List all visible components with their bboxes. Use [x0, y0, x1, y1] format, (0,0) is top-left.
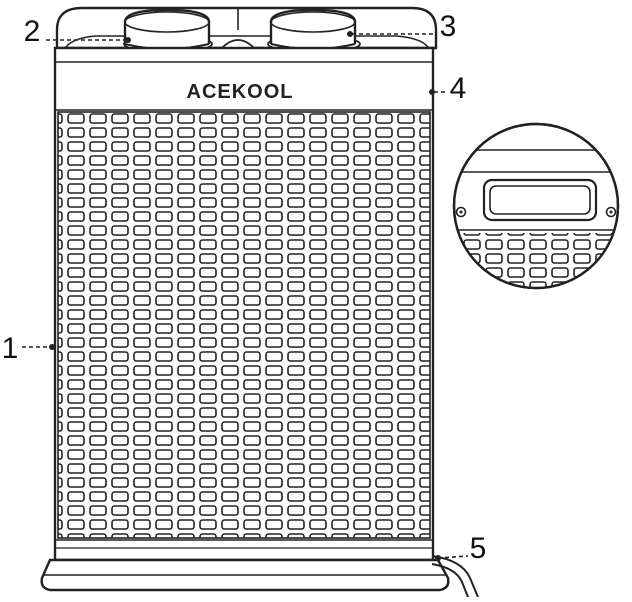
right-knob[interactable]: [267, 8, 361, 53]
callout-leaders: [22, 31, 469, 561]
brand-logo: ACEKOOL: [187, 81, 294, 103]
base: [40, 558, 450, 592]
front-grille: [57, 111, 431, 539]
heater-body: [53, 46, 435, 562]
carry-handle: [482, 178, 598, 222]
callout-2: 2: [24, 15, 41, 48]
left-knob[interactable]: [123, 8, 213, 53]
handle-detail-view: [452, 122, 620, 290]
callout-5: 5: [470, 532, 487, 565]
callout-1: 1: [2, 332, 19, 365]
callout-4: 4: [450, 72, 467, 105]
callout-3: 3: [440, 10, 457, 43]
